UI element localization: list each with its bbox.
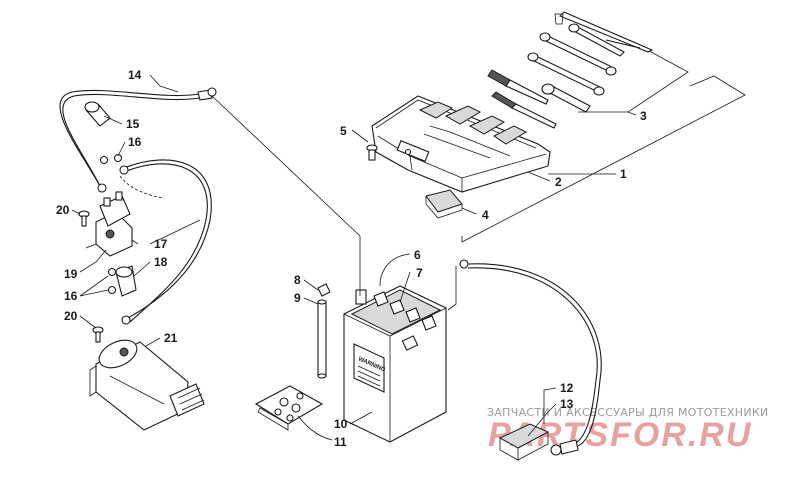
- callout-16-top: 16: [128, 135, 142, 149]
- callout-5: 5: [340, 124, 347, 138]
- callout-4: 4: [482, 208, 489, 222]
- screw-5: [366, 144, 378, 161]
- callout-15: 15: [126, 117, 140, 131]
- callout-17: 17: [154, 237, 168, 251]
- tool-pouch: [425, 189, 463, 219]
- callout-18: 18: [154, 255, 168, 269]
- screws-20: [78, 210, 104, 343]
- callout-10: 10: [334, 417, 348, 431]
- callout-labels: 1 2 3 4 5 6 7 8 9 10 11 12 13 14 15 16 1…: [56, 68, 647, 449]
- cable-17: [119, 159, 212, 325]
- terminal-boot-18: [115, 265, 137, 297]
- leader-lines: [71, 74, 637, 441]
- callout-6: 6: [414, 248, 421, 262]
- tool-tray: [371, 95, 551, 193]
- callout-1: 1: [620, 167, 627, 181]
- callout-2: 2: [555, 175, 562, 189]
- callout-20-bottom: 20: [64, 309, 78, 323]
- battery-pad-12: [498, 423, 550, 461]
- starter-motor: [89, 339, 205, 431]
- tool-set: [487, 11, 654, 129]
- vent-tube: [317, 283, 331, 379]
- callout-16-bottom: 16: [64, 289, 78, 303]
- callout-7: 7: [416, 266, 423, 280]
- callout-12: 12: [560, 381, 574, 395]
- watermark-tagline: ЗАПЧАСТИ И АКСЕССУАРЫ ДЛЯ МОТОТЕХНИКИ: [487, 406, 769, 419]
- callout-8: 8: [294, 273, 301, 287]
- battery-bracket: [254, 385, 324, 431]
- nuts-16: [99, 153, 123, 295]
- battery: WARNING: [343, 285, 447, 443]
- callout-13: 13: [560, 397, 574, 411]
- callout-3: 3: [640, 109, 647, 123]
- toolkit-bracket: [461, 45, 746, 243]
- callout-21: 21: [164, 331, 178, 345]
- callout-19: 19: [64, 267, 78, 281]
- callout-14: 14: [128, 68, 142, 82]
- callout-20-top: 20: [56, 203, 70, 217]
- negative-cable: [459, 259, 602, 456]
- starter-solenoid: [85, 191, 139, 257]
- callout-11: 11: [334, 435, 347, 449]
- callout-9: 9: [294, 291, 301, 305]
- terminal-boot-15: [84, 101, 111, 127]
